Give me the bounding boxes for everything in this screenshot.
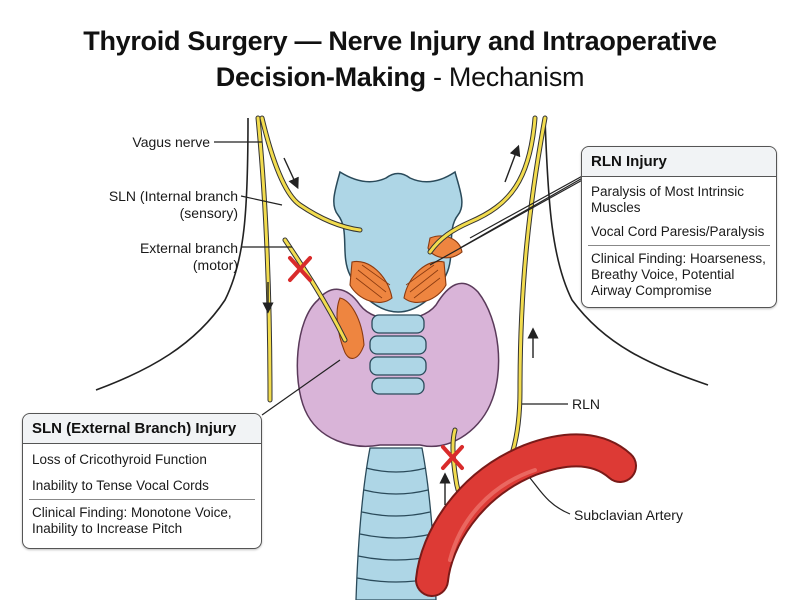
sln-injury-box: SLN (External Branch) Injury Loss of Cri… bbox=[22, 413, 262, 549]
neck-outline-left bbox=[95, 117, 249, 391]
cricoid-rings bbox=[369, 314, 427, 395]
rln-injury-divider bbox=[588, 245, 770, 246]
title-line-2-bold: Decision-Making bbox=[215, 62, 426, 92]
sln-injury-x-mark bbox=[288, 256, 312, 282]
sln-injury-divider bbox=[29, 499, 255, 500]
neck-outline-right bbox=[544, 117, 709, 386]
label-vagus-nerve: Vagus nerve bbox=[132, 134, 210, 150]
rln-injury-x-mark bbox=[441, 445, 464, 470]
label-external-branch: External branch (motor) bbox=[40, 240, 238, 274]
label-external-branch-line1: External branch bbox=[139, 240, 238, 256]
leader-lines bbox=[214, 141, 587, 515]
title-line-1-text: Thyroid Surgery — Nerve Injury and Intra… bbox=[83, 26, 717, 56]
label-sln-internal: SLN (Internal branch (sensory) bbox=[40, 188, 238, 222]
direction-arrows bbox=[262, 144, 539, 505]
title-line-2: Decision-Making - Mechanism bbox=[0, 60, 800, 94]
label-sln-internal-line2: (sensory) bbox=[179, 205, 238, 221]
rln-injury-header: RLN Injury bbox=[582, 147, 776, 177]
label-external-branch-line2: (motor) bbox=[192, 257, 238, 273]
rln-injury-box: RLN Injury Paralysis of Most Intrinsic M… bbox=[581, 146, 777, 308]
rln-injury-clinical-finding: Clinical Finding: Hoarseness, Breathy Vo… bbox=[591, 251, 766, 298]
label-subclavian-artery: Subclavian Artery bbox=[574, 507, 683, 523]
rln-injury-item: Paralysis of Most Intrinsic Muscles bbox=[591, 184, 745, 215]
sln-injury-item: Inability to Tense Vocal Cords bbox=[32, 478, 209, 493]
title-line-1: Thyroid Surgery — Nerve Injury and Intra… bbox=[0, 24, 800, 58]
sln-injury-header: SLN (External Branch) Injury bbox=[23, 414, 261, 444]
title-line-2-rest: - Mechanism bbox=[433, 62, 585, 92]
sln-injury-item: Loss of Cricothyroid Function bbox=[32, 452, 207, 467]
rln-injury-item: Vocal Cord Paresis/Paralysis bbox=[591, 224, 765, 239]
label-sln-internal-line1: SLN (Internal branch bbox=[108, 188, 238, 204]
label-rln: RLN bbox=[572, 396, 601, 412]
sln-injury-clinical-finding: Clinical Finding: Monotone Voice, Inabil… bbox=[32, 505, 232, 536]
